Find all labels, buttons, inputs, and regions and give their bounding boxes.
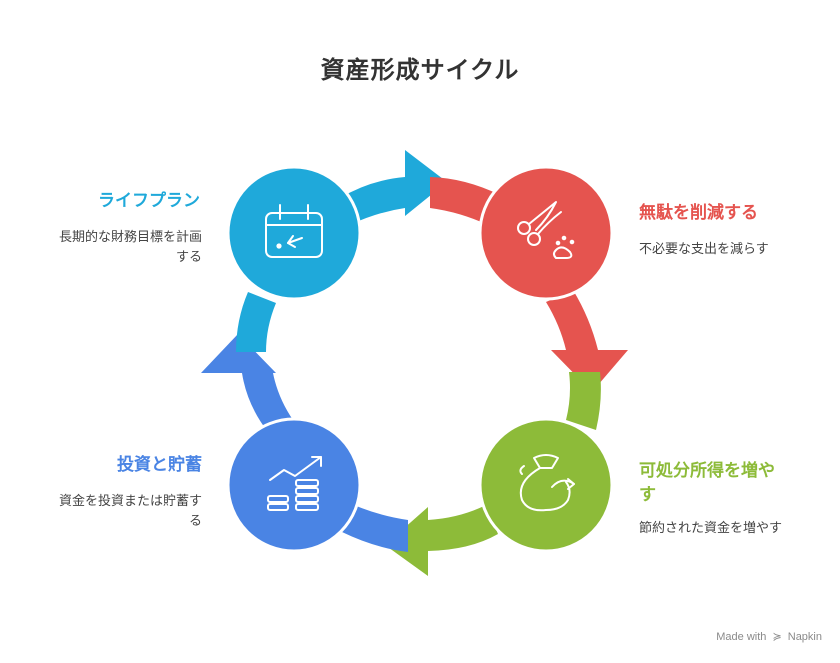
step-invest-node: [226, 417, 362, 553]
arrow-income-to-invest: [385, 505, 498, 576]
scissors-icon: [517, 201, 575, 259]
money-bag-icon: [519, 454, 575, 512]
income-description: 節約された資金を増やす: [639, 521, 783, 536]
cut-circle: [478, 165, 614, 301]
calendar-icon: [265, 204, 323, 258]
plan-description-line: 長期的な財務目標を計画: [58, 230, 202, 245]
footer-credit: Made with ≽ Napkin: [716, 630, 822, 643]
step-cut-node: [478, 165, 614, 301]
arrow-invest-to-plan-tail: [236, 292, 276, 352]
made-with-text: Made with: [716, 631, 767, 643]
napkin-logo-icon: ≽: [772, 631, 782, 643]
growth-chart-icon: [267, 456, 322, 511]
plan-description-line: する: [175, 250, 202, 265]
plan-circle: [226, 165, 362, 301]
arrow-invest-to-plan: [201, 334, 293, 432]
step-income-node: [478, 417, 614, 553]
cut-description: 不必要な支出を減らす: [639, 242, 769, 257]
income-label-line: す: [639, 485, 656, 505]
page-title: 資産形成サイクル: [320, 56, 520, 84]
income-label-line: 可処分所得を増や: [639, 461, 775, 481]
income-circle: [478, 417, 614, 553]
step-plan-node: [226, 165, 362, 301]
income-label: 可処分所得を増や す: [639, 459, 829, 507]
brand-text: Napkin: [787, 631, 822, 643]
arrow-cut-to-income: [546, 290, 628, 392]
arrow-income-to-invest-tail: [342, 505, 408, 552]
plan-label: ライフプラン: [98, 191, 200, 211]
plan-description: 長期的な財務目標を計画 する: [30, 228, 202, 268]
invest-circle: [226, 417, 362, 553]
invest-description-line: 資金を投資または貯蓄す: [58, 494, 202, 509]
invest-description-line: る: [188, 514, 202, 529]
invest-label: 投資と貯蓄: [117, 455, 202, 475]
arrow-cut-to-income-tail: [566, 372, 601, 430]
invest-description: 資金を投資または貯蓄す る: [20, 492, 202, 532]
arrow-plan-to-cut: [340, 150, 447, 224]
cut-label: 無駄を削減する: [639, 203, 758, 223]
